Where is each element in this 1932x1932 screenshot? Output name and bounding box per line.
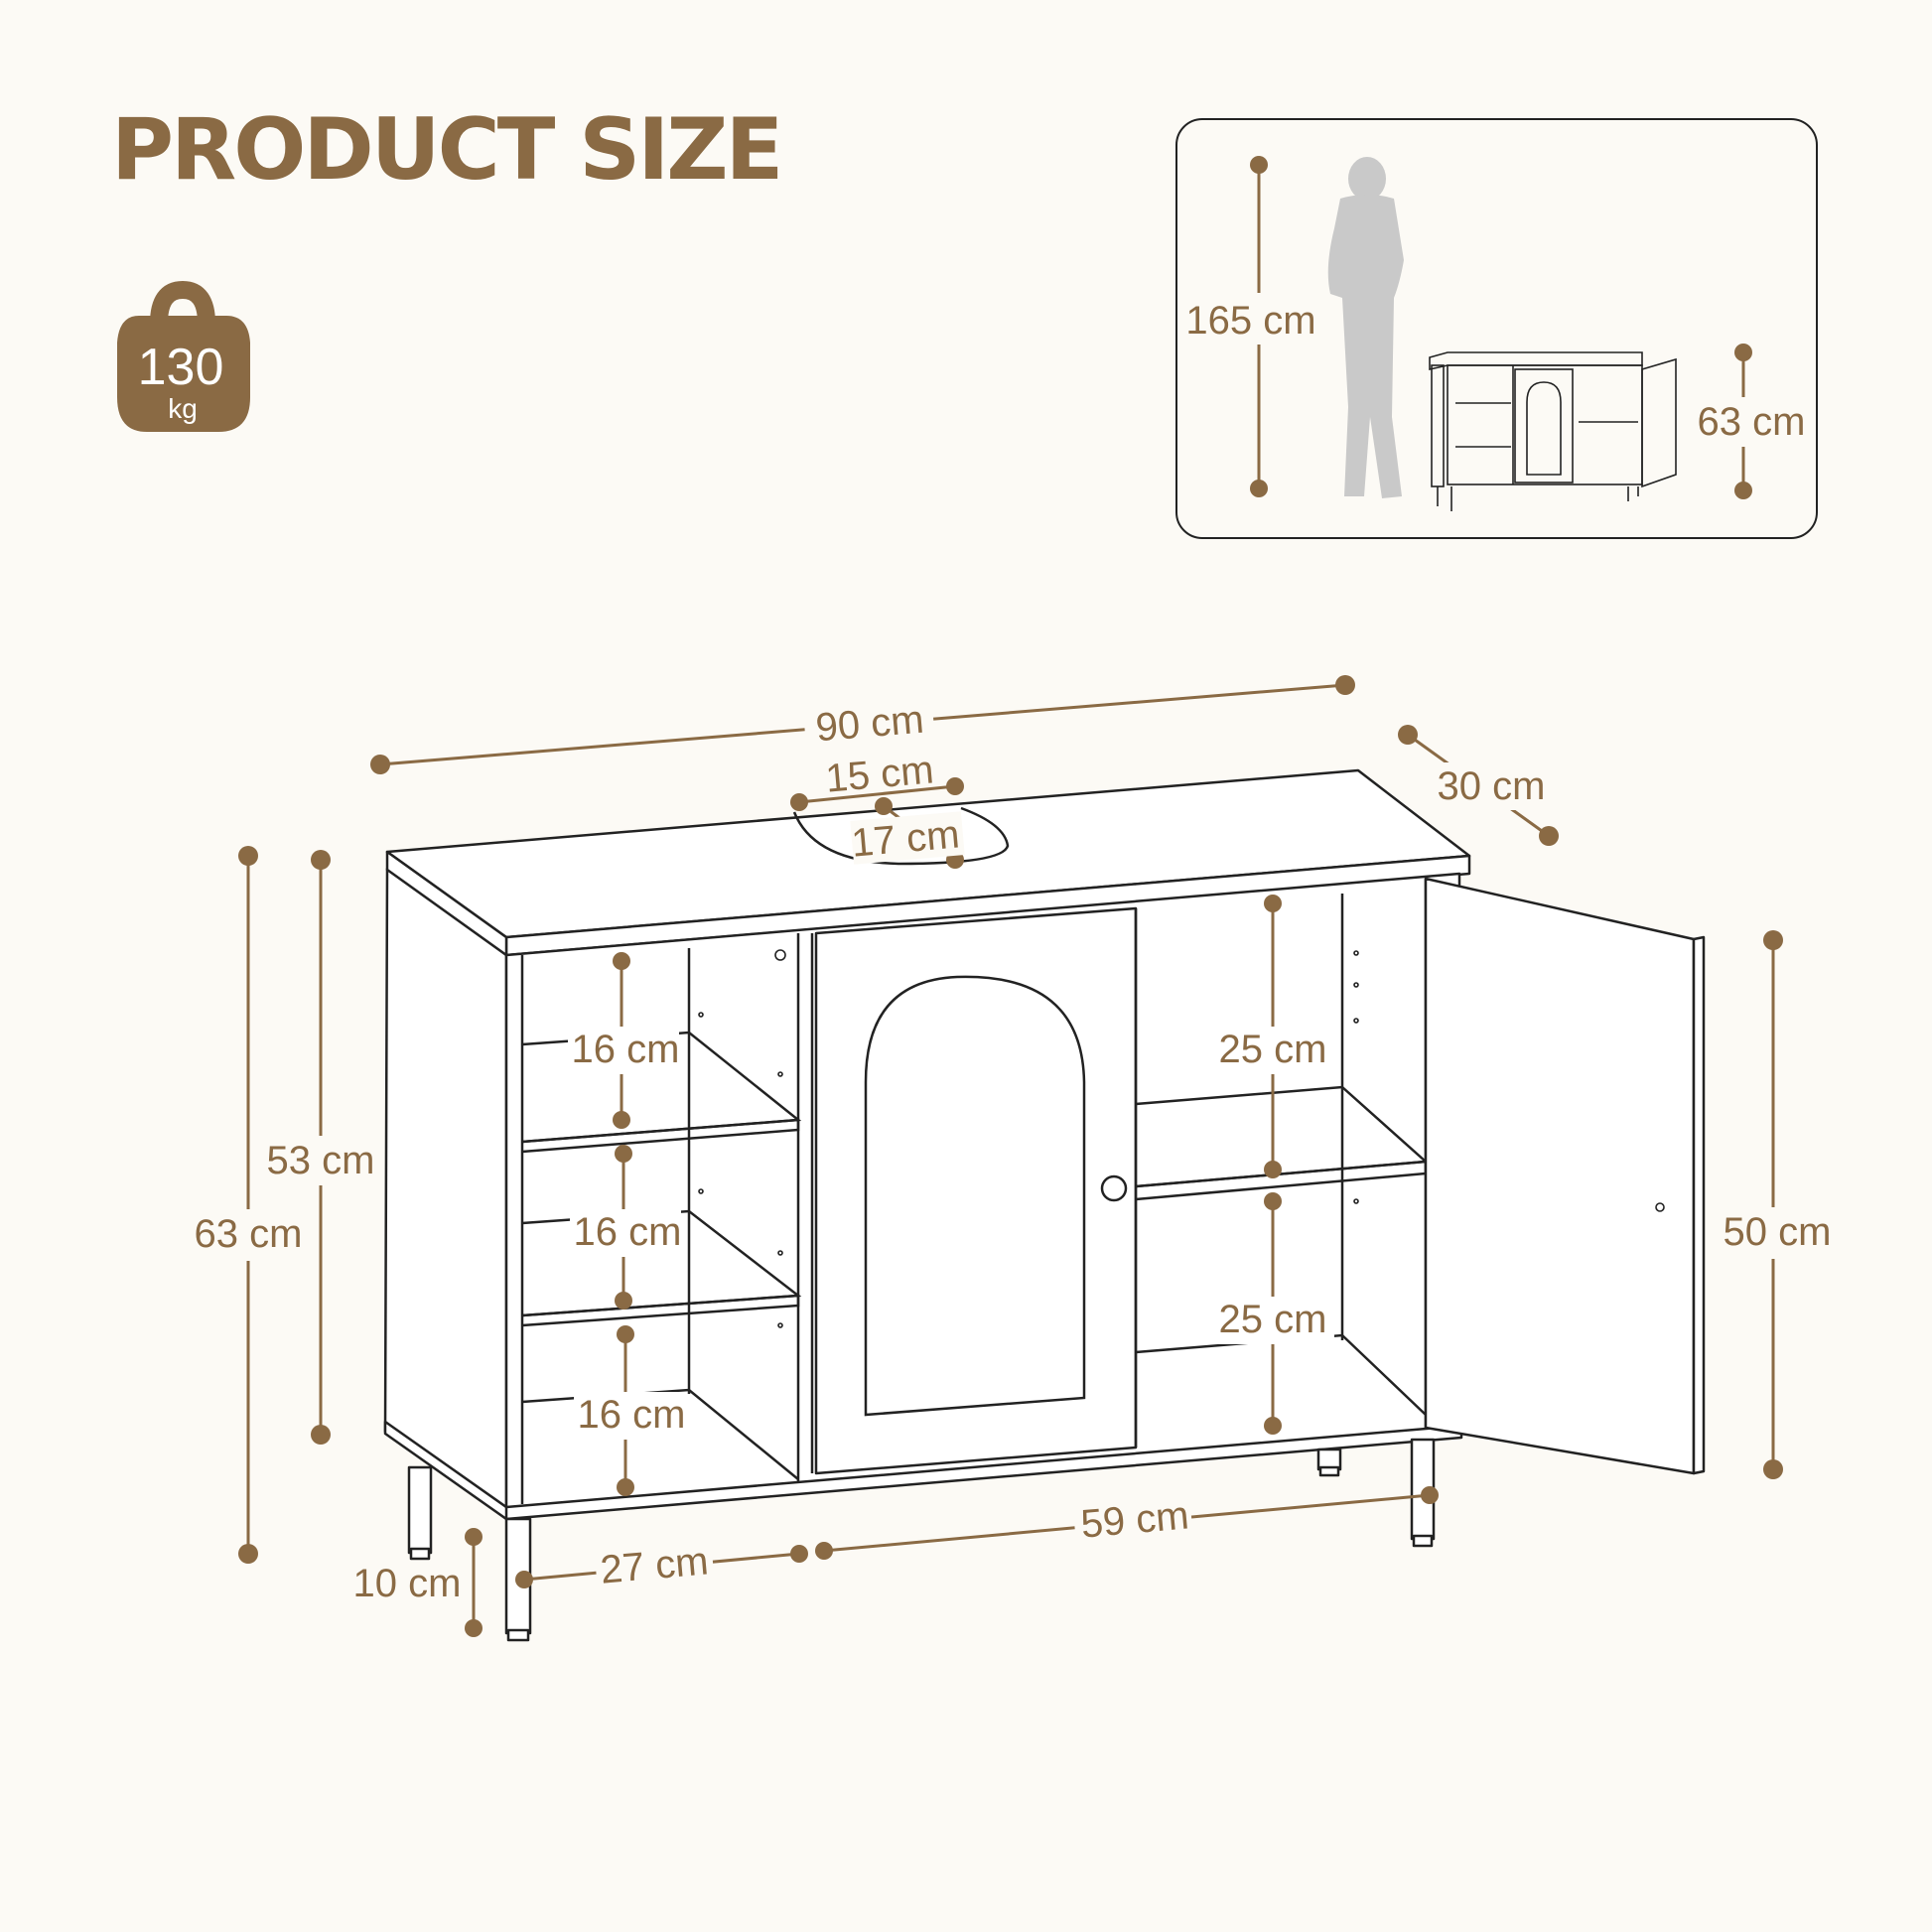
open-right-door [1424, 877, 1696, 1475]
page-title: PRODUCT SIZE [111, 100, 780, 200]
left-compartment-width-label: 27 cm [599, 1539, 710, 1591]
cabinet-side-panel [383, 867, 508, 1516]
cabinet-height-label: 63 cm [1698, 400, 1806, 444]
left-shelf-3-label: 16 cm [578, 1393, 686, 1437]
width-label: 90 cm [814, 698, 925, 751]
person-silhouette-icon [1327, 157, 1404, 498]
door-height-label: 50 cm [1724, 1210, 1832, 1254]
scale-comparison-inset: 165 cm 63 cm [1175, 118, 1818, 539]
cutout-depth-label: 17 cm [850, 812, 961, 865]
right-shelf-2-label: 25 cm [1219, 1298, 1327, 1341]
door-knob-icon [1100, 1174, 1128, 1202]
weight-unit: kg [168, 393, 198, 424]
person-height-label: 165 cm [1185, 299, 1315, 343]
dimension-dot [1250, 156, 1268, 174]
cutout-width-label: 15 cm [824, 748, 935, 800]
total-height-label: 63 cm [195, 1212, 303, 1256]
body-height-label: 53 cm [267, 1139, 375, 1182]
center-door [810, 906, 1138, 1475]
dimension-dot [1734, 344, 1752, 361]
left-shelf-2-label: 16 cm [574, 1210, 682, 1254]
right-shelf-1-label: 25 cm [1219, 1028, 1327, 1071]
leg-height-label: 10 cm [353, 1562, 462, 1605]
cutout-width-line [798, 784, 956, 804]
right-section-width-label: 59 cm [1079, 1493, 1190, 1546]
depth-label: 30 cm [1438, 764, 1546, 808]
left-shelf-1-label: 16 cm [572, 1028, 680, 1071]
mini-cabinet-illustration [1429, 351, 1677, 511]
weight-value: 130 [138, 339, 224, 396]
arched-glass-panel [864, 975, 1086, 1417]
dimension-dot [1250, 480, 1268, 497]
cabinet-drawing [383, 768, 1706, 1642]
dimension-dot [1734, 482, 1752, 499]
weight-capacity-icon: 130 kg [117, 280, 250, 432]
